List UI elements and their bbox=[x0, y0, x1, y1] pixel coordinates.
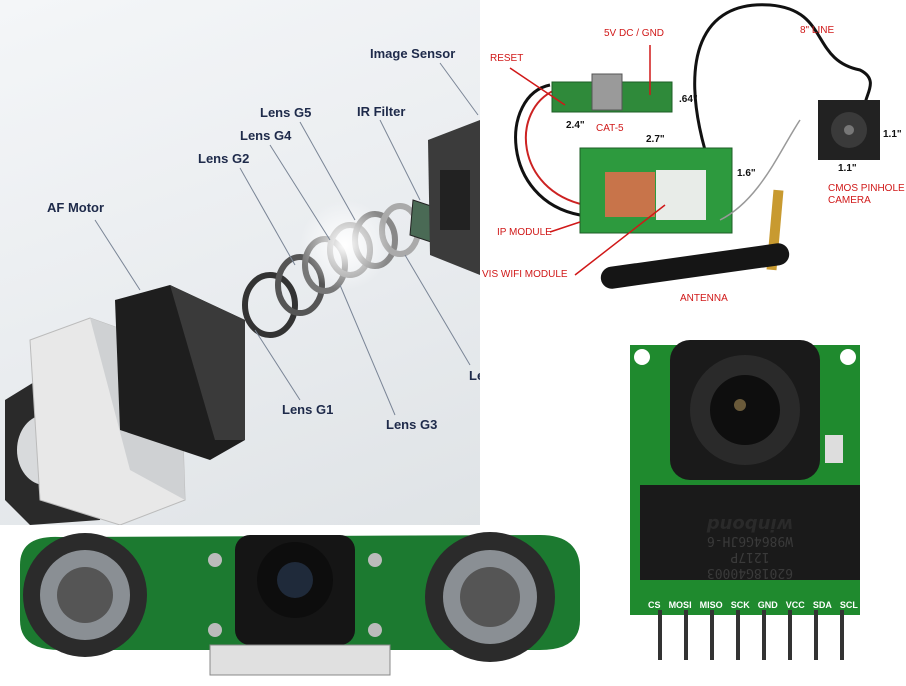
label-cmos-pinhole: CMOS PINHOLE bbox=[828, 183, 905, 194]
label-dimension-27: 2.7" bbox=[646, 134, 665, 145]
label-8-line: 8" LINE bbox=[800, 25, 835, 36]
lens-assembly-illustration bbox=[5, 62, 480, 525]
connector-pins bbox=[658, 610, 844, 660]
label-image-sensor: Image Sensor bbox=[370, 46, 456, 61]
label-lens-g5: Lens G5 bbox=[260, 105, 312, 120]
wifi-camera-kit-photo: 5V DC / GND RESET 8" LINE .64" 2.4" CAT-… bbox=[480, 0, 906, 332]
label-lens-g1: Lens G1 bbox=[282, 402, 334, 417]
camera-board-illustration bbox=[630, 340, 860, 660]
label-af-motor: AF Motor bbox=[47, 200, 105, 215]
stereo-camera-board-photo bbox=[0, 525, 610, 686]
pin-label: GND bbox=[757, 600, 778, 610]
pin-label: CS bbox=[648, 600, 661, 610]
chip-brand-logo: winbond bbox=[706, 514, 794, 535]
label-dimension-064: .64" bbox=[679, 94, 698, 105]
chip-date: 1217P bbox=[730, 549, 770, 564]
pin-label: SDA bbox=[812, 600, 832, 610]
label-lens-g4: Lens G4 bbox=[240, 128, 292, 143]
label-antenna: ANTENNA bbox=[680, 293, 728, 304]
pin-label: VCC bbox=[785, 600, 805, 610]
pin-label: MOSI bbox=[668, 600, 692, 610]
label-vis-wifi-module: VIS WIFI MODULE bbox=[482, 269, 568, 280]
label-cat5: CAT-5 bbox=[596, 123, 624, 134]
stereo-board-illustration bbox=[20, 532, 580, 676]
pin-label: SCK bbox=[730, 600, 750, 610]
label-reset: RESET bbox=[490, 53, 524, 64]
wifi-kit-illustration bbox=[509, 3, 880, 289]
sdram-chip-marking: 62018G40003 1217P W9864G6JH-6 winbond bbox=[640, 490, 860, 580]
label-dimension-24: 2.4" bbox=[566, 120, 585, 131]
label-ir-filter: IR Filter bbox=[357, 104, 406, 119]
label-lens-g6: Lens G6 bbox=[469, 368, 480, 383]
label-power: 5V DC / GND bbox=[604, 28, 665, 39]
label-lens-g2: Lens G2 bbox=[198, 151, 250, 166]
label-dimension-16: 1.6" bbox=[737, 168, 756, 179]
camera-board-photo bbox=[610, 335, 880, 686]
pin-label: MISO bbox=[699, 600, 723, 610]
pin-label: SCL bbox=[839, 600, 858, 610]
label-dimension-11-side: 1.1" bbox=[883, 129, 902, 140]
label-dimension-11-bottom: 1.1" bbox=[838, 163, 857, 174]
lens-exploded-diagram: Image Sensor IR Filter Lens G5 Lens G4 L… bbox=[0, 0, 480, 525]
chip-lot: 62018G40003 bbox=[706, 565, 794, 580]
label-ip-module: IP MODULE bbox=[497, 227, 552, 238]
label-camera: CAMERA bbox=[828, 195, 871, 206]
label-lens-g3: Lens G3 bbox=[386, 417, 438, 432]
pin-labels: CS MOSI MISO SCK GND VCC SDA SCL bbox=[648, 600, 858, 610]
